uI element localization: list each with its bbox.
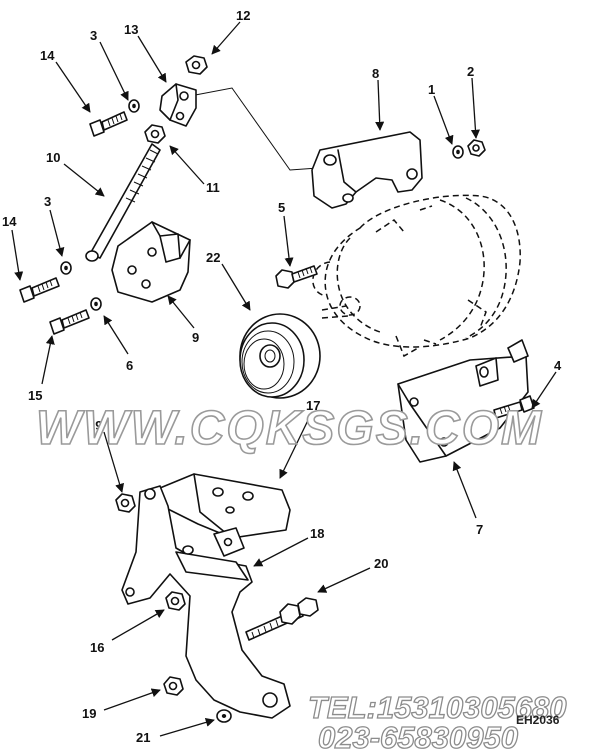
callout-4: 4 xyxy=(554,358,562,373)
part-3-washer-middle xyxy=(60,261,72,275)
part-16-nut xyxy=(165,591,186,611)
part-17-upper-support xyxy=(159,473,291,539)
part-8-upper-bracket xyxy=(311,131,423,209)
callout-17: 17 xyxy=(306,398,320,413)
watermark-url: WWW.CQKSGS.COM xyxy=(36,402,543,455)
part-11-nut xyxy=(144,124,166,144)
part-15-bolt xyxy=(49,309,90,335)
part-20-stud-bolt xyxy=(245,597,319,641)
watermark-phone: 023-65830950 xyxy=(318,720,518,751)
callout-14-top: 14 xyxy=(40,48,55,63)
part-14-bolt-top xyxy=(89,111,128,137)
callout-5: 5 xyxy=(278,200,285,215)
callout-14-middle: 14 xyxy=(2,214,17,229)
callout-19-upper: 19 xyxy=(88,418,102,433)
callout-6: 6 xyxy=(126,358,133,373)
leader-lines xyxy=(11,21,557,737)
callout-7: 7 xyxy=(476,522,483,537)
callout-20: 20 xyxy=(374,556,388,571)
callout-3-top: 3 xyxy=(90,28,97,43)
lower-support-bracket xyxy=(121,485,291,719)
alternator-outline xyxy=(312,194,521,358)
part-13-link-bracket xyxy=(159,83,197,127)
part-7-lower-bracket xyxy=(397,339,529,463)
callout-8: 8 xyxy=(372,66,379,81)
assembly-guide-line xyxy=(189,87,319,171)
part-10-adjusting-rod xyxy=(85,143,161,262)
callout-16: 16 xyxy=(90,640,104,655)
part-12-nut xyxy=(185,55,208,75)
watermark-tel: TEL:15310305680 xyxy=(308,690,567,725)
part-9-mounting-plate xyxy=(111,221,191,303)
drawing-number-stamp: EH2036 xyxy=(516,713,560,727)
part-14-bolt-middle xyxy=(19,277,60,303)
callout-3-middle: 3 xyxy=(44,194,51,209)
part-3-washer-top xyxy=(128,99,140,113)
part-19-nut-lower xyxy=(163,676,184,696)
callout-9: 9 xyxy=(192,330,199,345)
callout-21: 21 xyxy=(136,730,150,745)
part-22-pulley xyxy=(239,313,321,399)
part-2-nut xyxy=(467,139,486,157)
callout-13: 13 xyxy=(124,22,138,37)
callout-18: 18 xyxy=(310,526,324,541)
callout-22: 22 xyxy=(206,250,220,265)
part-5-bolt xyxy=(275,265,318,289)
part-19-nut-upper xyxy=(115,493,136,513)
part-6-washer xyxy=(90,297,102,311)
part-18-spacer-block xyxy=(213,527,245,557)
callout-12: 12 xyxy=(236,8,250,23)
callout-10: 10 xyxy=(46,150,60,165)
callout-numbers: 12 13 3 14 8 2 1 10 11 5 3 14 22 9 6 15 … xyxy=(2,8,562,745)
part-21-washer xyxy=(216,709,232,723)
callout-15: 15 xyxy=(28,388,42,403)
callout-19-lower: 19 xyxy=(82,706,96,721)
callout-2: 2 xyxy=(467,64,474,79)
part-1-washer xyxy=(452,145,464,159)
callout-1: 1 xyxy=(428,82,435,97)
callout-11: 11 xyxy=(206,180,220,195)
